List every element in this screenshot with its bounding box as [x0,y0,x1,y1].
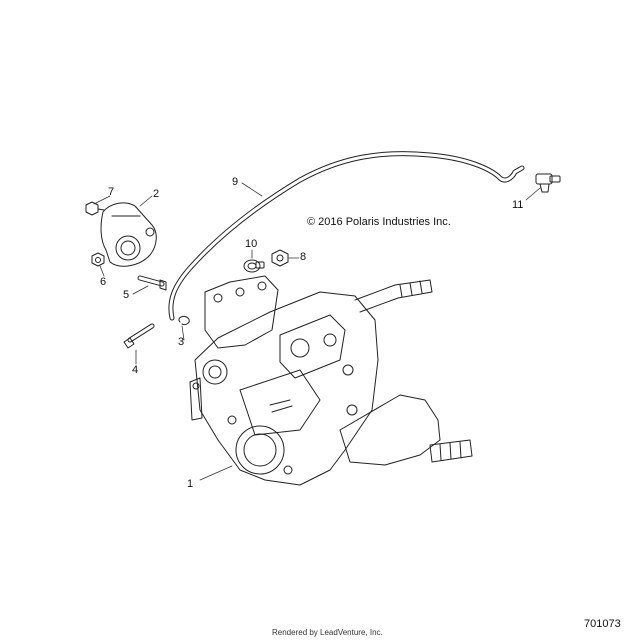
clamp [243,259,265,273]
callout-3: 3 [178,336,185,348]
nut-8 [271,249,289,267]
callout-7: 7 [108,186,115,198]
callout-11: 11 [512,199,524,211]
transmission-assembly [189,275,473,486]
vent-hose [168,151,525,321]
clip [178,315,190,325]
rendered-by-credit: Rendered by LeadVenture, Inc. [272,628,383,637]
callout-6: 6 [100,276,107,288]
leader-lines [93,182,541,481]
bracket [100,202,157,267]
bolt-4 [123,323,155,349]
bolt-5 [137,275,167,291]
bolt-7 [85,201,105,216]
copyright-text: © 2016 Polaris Industries Inc. [307,216,451,228]
callout-1: 1 [187,478,194,490]
callout-9: 9 [232,176,239,188]
callout-8: 8 [300,251,307,263]
callout-5: 5 [123,289,130,301]
fitting [535,173,561,193]
nut-6 [91,252,105,267]
callout-2: 2 [153,188,160,200]
callout-4: 4 [132,364,139,376]
callout-10: 10 [245,238,258,250]
diagram-number: 701073 [584,618,621,630]
